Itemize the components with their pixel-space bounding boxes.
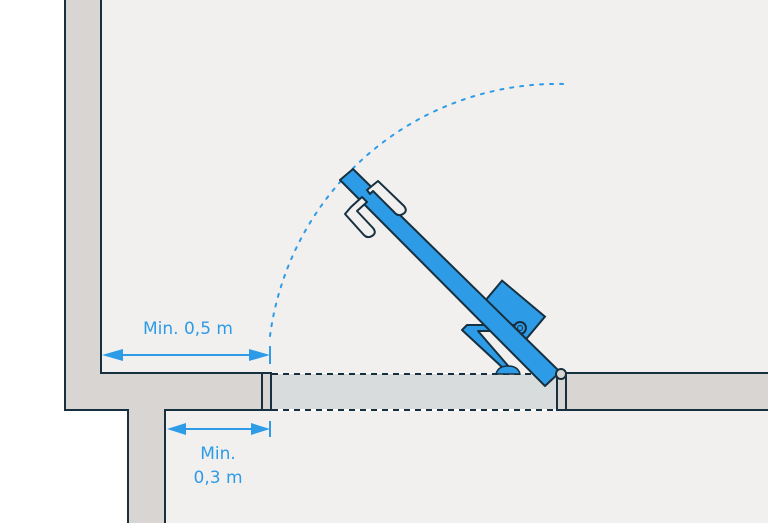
hinge-icon <box>555 368 567 380</box>
doorway-threshold <box>272 374 556 409</box>
dimension-wall-clearance <box>167 421 271 437</box>
wall-clearance-label-line2: 0,3 m <box>193 468 243 488</box>
door-handles <box>344 180 407 239</box>
side-clearance-label: Min. 0,5 m <box>143 319 233 339</box>
wall-clearance-label-line1: Min. <box>200 444 236 464</box>
dimension-side-clearance <box>102 346 271 364</box>
door-frame-left <box>261 372 272 411</box>
swing-arc <box>269 82 566 337</box>
room-floor-upper <box>101 0 768 373</box>
